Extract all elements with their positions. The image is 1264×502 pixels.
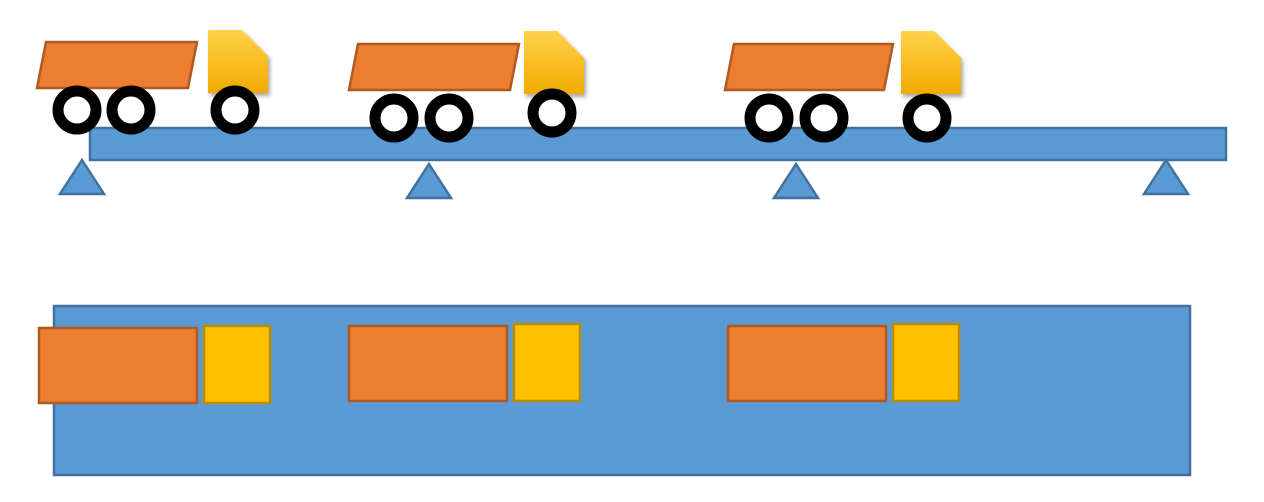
wheel xyxy=(369,93,419,143)
truck-3 xyxy=(723,31,961,143)
truck-bed xyxy=(35,40,199,90)
plan-view xyxy=(37,304,1192,477)
wheel xyxy=(424,93,474,143)
wheel xyxy=(799,93,849,143)
elevation-view xyxy=(35,30,1228,200)
truck-2-plan xyxy=(347,322,582,403)
truck-cab-plan xyxy=(202,324,272,405)
wheel xyxy=(106,85,156,135)
truck-cab-plan xyxy=(891,322,961,403)
wheel xyxy=(210,85,260,135)
truck-3-plan xyxy=(726,322,961,403)
support-4 xyxy=(1141,157,1191,196)
truck-bed-plan xyxy=(347,324,509,403)
support-3 xyxy=(771,161,821,200)
truck-2 xyxy=(347,31,584,143)
support-2 xyxy=(404,161,454,200)
wheel xyxy=(527,88,577,138)
truck-bed-plan xyxy=(726,324,888,403)
truck-1 xyxy=(35,30,268,135)
truck-cab xyxy=(524,31,584,94)
wheel xyxy=(902,93,952,143)
truck-bed xyxy=(723,42,895,92)
truck-cab xyxy=(208,30,268,93)
support-1 xyxy=(57,157,107,196)
truck-bed-plan xyxy=(37,326,199,405)
wheel xyxy=(744,93,794,143)
truck-bed xyxy=(347,42,521,92)
wheel xyxy=(52,85,102,135)
truck-cab xyxy=(901,31,961,94)
truck-cab-plan xyxy=(512,322,582,403)
bridge-beam xyxy=(88,126,1228,162)
truck-1-plan xyxy=(37,324,272,405)
